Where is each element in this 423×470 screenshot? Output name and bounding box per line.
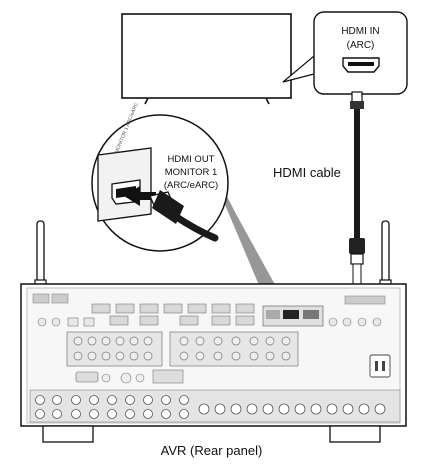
- cable-plug-bottom-boot: [349, 238, 365, 254]
- antenna-right: [381, 220, 390, 284]
- avr: [20, 220, 407, 443]
- hdmi-in-label: HDMI IN: [341, 26, 380, 37]
- speaker-terminals: [35, 395, 386, 419]
- hdmi-in-port-icon: [342, 57, 380, 73]
- cable-plug-top-boot: [350, 101, 364, 109]
- hdmi-in-box: [313, 11, 408, 95]
- tv-stand-right: [265, 97, 270, 105]
- hdmi-in-arc-label: (ARC): [346, 40, 375, 51]
- avr-foot-left: [42, 425, 94, 443]
- cable-plug-bottom: [350, 253, 364, 265]
- hdmi-monitor-1-port: [283, 310, 299, 319]
- avr-foot-right: [329, 425, 381, 443]
- hdmi-input-row: [91, 303, 255, 326]
- tv: [121, 13, 292, 105]
- cable-line: [354, 109, 360, 239]
- ac-inlet: [369, 354, 391, 378]
- hdmi-cable-label: HDMI cable: [273, 165, 341, 180]
- hdmi-cable: [349, 91, 365, 305]
- arc-earc-label: (ARC/eARC): [163, 180, 219, 191]
- monitor-1-label: MONITOR 1: [164, 167, 218, 178]
- zoom-hdmi-port: [111, 179, 141, 205]
- zoom-callout: [91, 114, 229, 252]
- cable-plug-top: [351, 91, 363, 103]
- tv-stand-left: [144, 97, 149, 105]
- avr-caption: AVR (Rear panel): [160, 443, 263, 458]
- tv-screen: [121, 13, 292, 99]
- rca-jack-block: [66, 331, 299, 367]
- zoom-hdmi-plug: [149, 190, 219, 242]
- antenna-left: [36, 220, 45, 284]
- insert-arrow: [124, 186, 156, 206]
- hdmi-out-label: HDMI OUT: [167, 154, 215, 165]
